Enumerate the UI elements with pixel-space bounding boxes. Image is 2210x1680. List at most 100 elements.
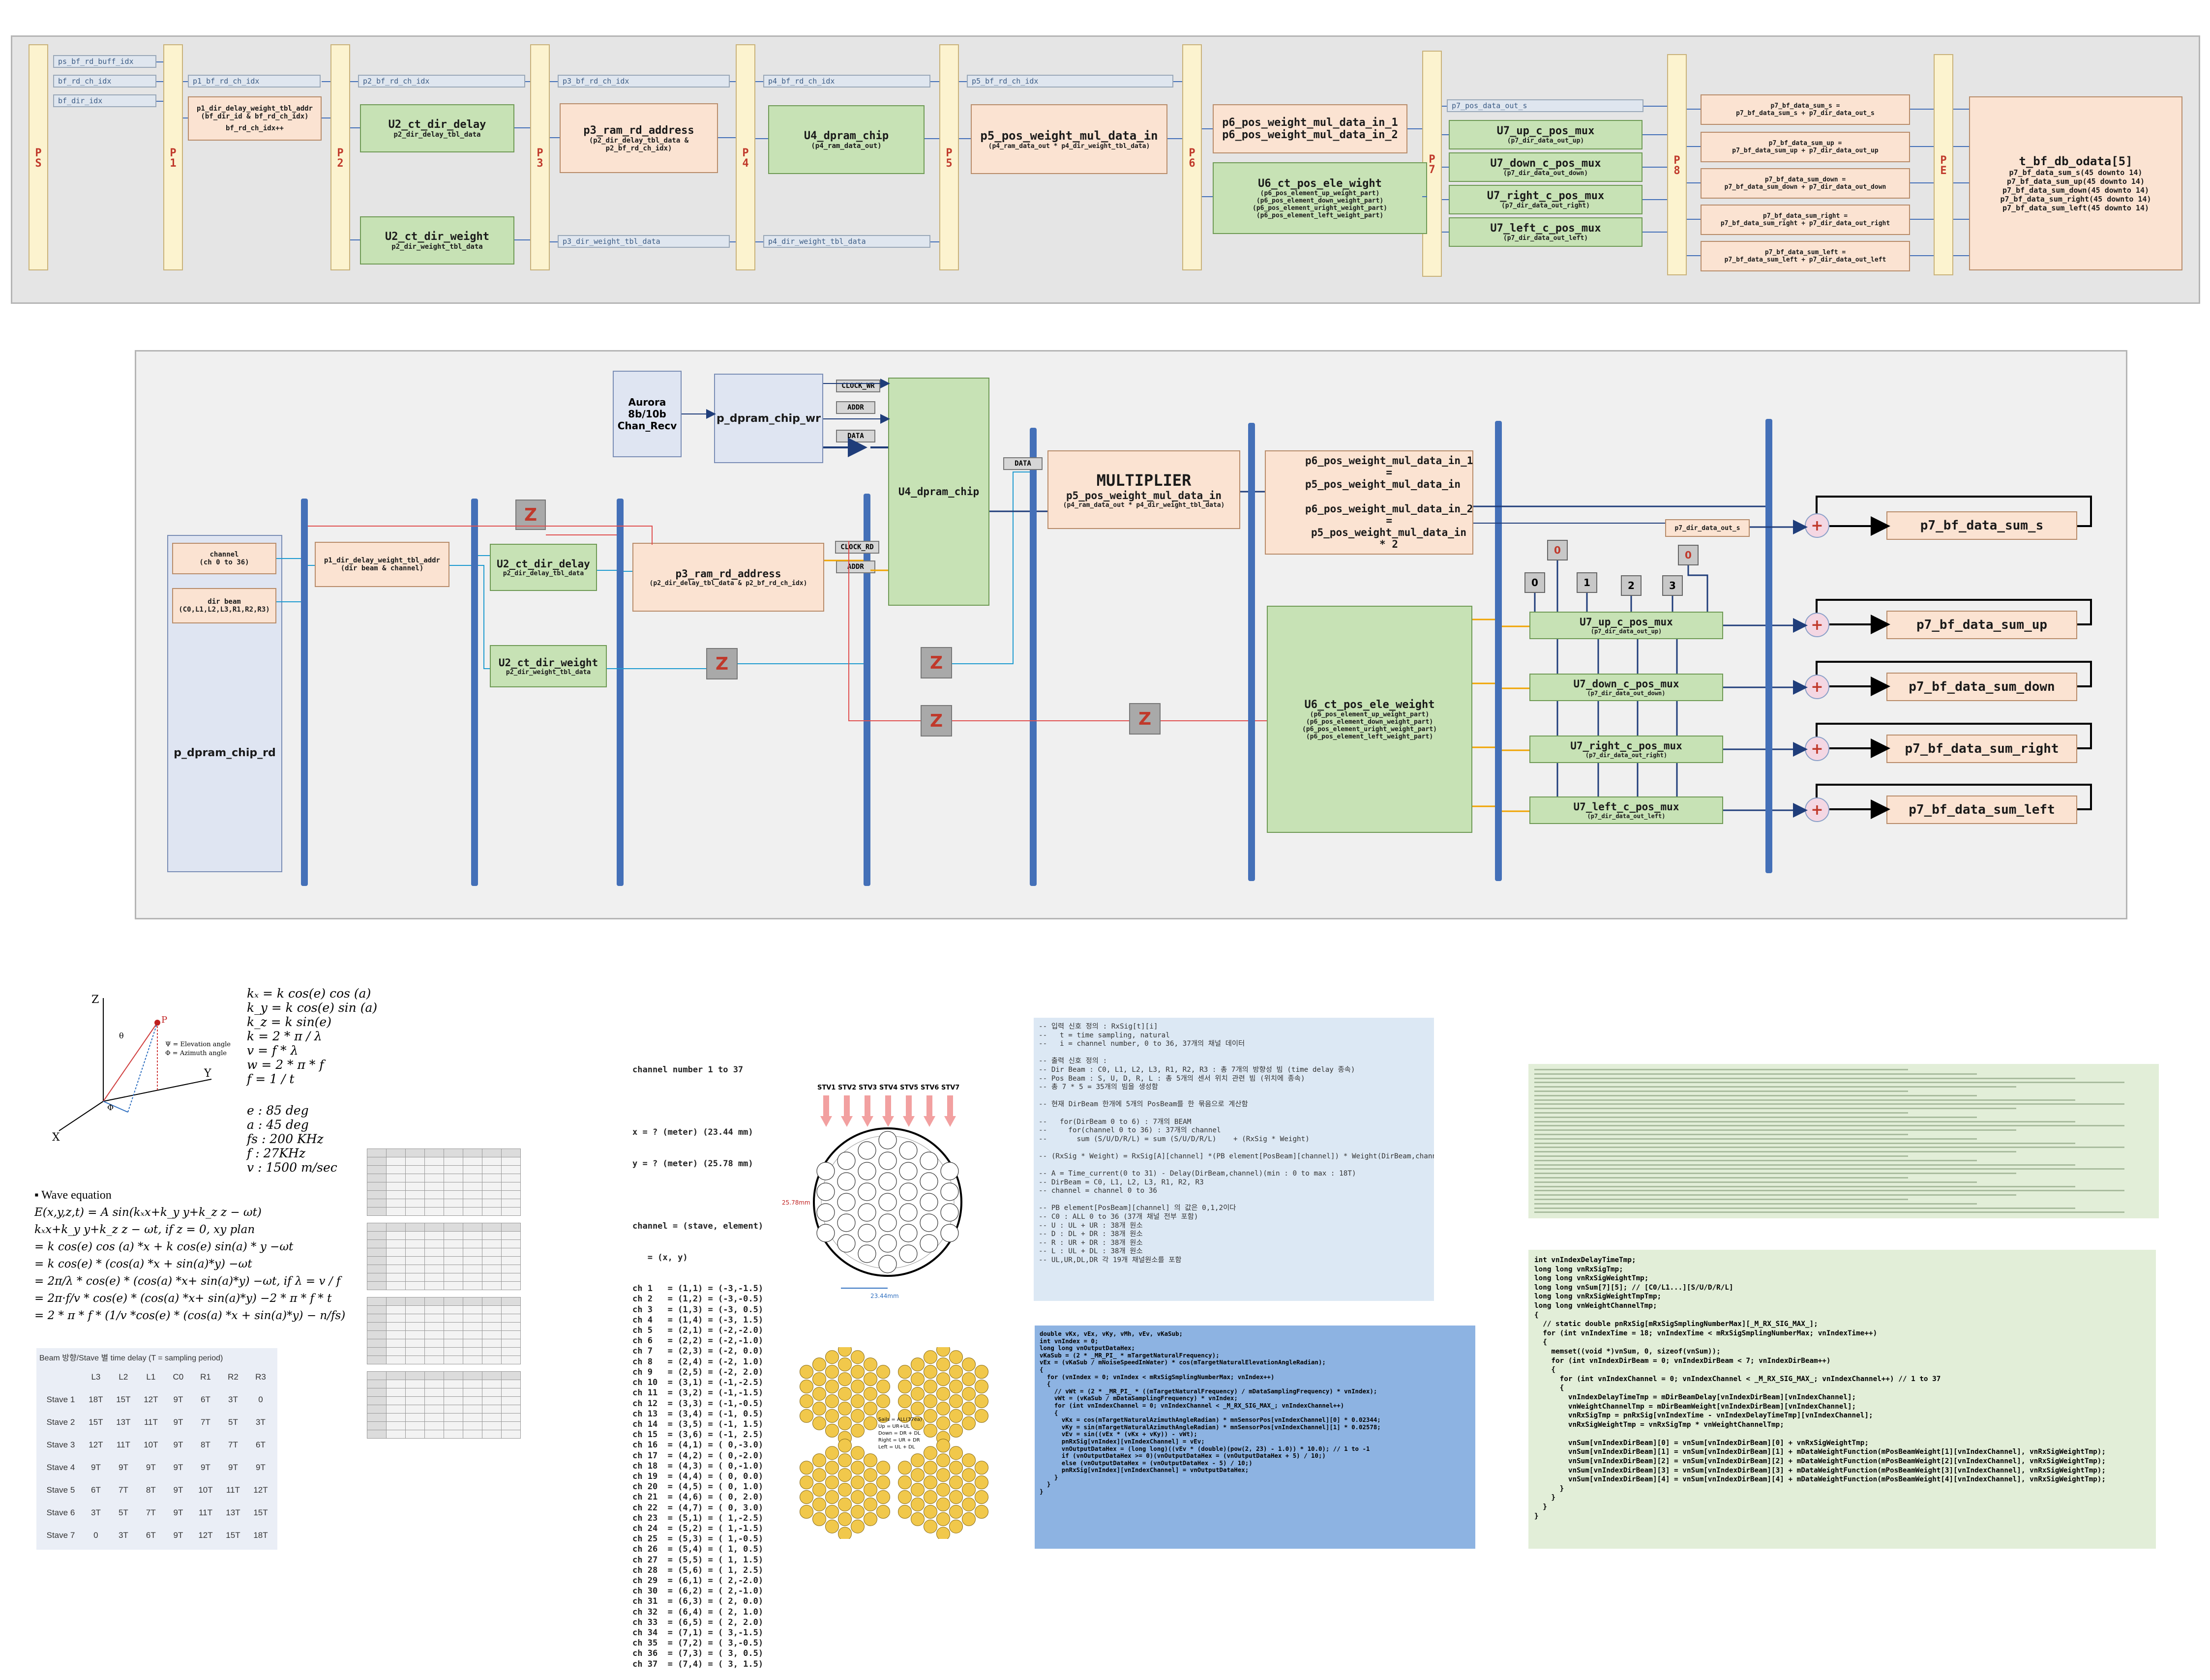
table-cell <box>424 1231 444 1240</box>
table-cell <box>405 1396 425 1405</box>
hex-cell <box>837 1527 852 1539</box>
algorithm-comment-box: -- 입력 신호 정의 : RxSig[t][i] -- t = time sa… <box>1034 1018 1434 1301</box>
hex-cell <box>910 1482 925 1497</box>
p3-ram-rd-address-box-mid: p3_ram_rd_address (p2_dir_delay_tbl_data… <box>632 543 824 612</box>
table-cell <box>463 1305 482 1314</box>
table-cell <box>386 1380 406 1388</box>
hex-cell <box>863 1468 878 1482</box>
table-cell <box>482 1265 502 1273</box>
beam-cell: 7T <box>146 1508 156 1517</box>
hex-cell <box>961 1497 976 1511</box>
spacer <box>632 1190 763 1201</box>
p1-addr-box: p1_dir_delay_weight_tbl_addr (bf_dir_id … <box>188 96 322 141</box>
beam-cell: 13T <box>226 1508 240 1517</box>
hex-cell <box>923 1490 938 1504</box>
sensor-element <box>816 1162 835 1180</box>
u6-sub: (p6_pos_element_uright_weight_part) <box>1253 204 1387 212</box>
bullet-icon: ▪ <box>34 1189 42 1202</box>
multiplier-line3: (p4_ram_data_out * p4_dir_weight_tbl_dat… <box>1063 501 1225 509</box>
stage-bar-p6: P6 <box>1182 44 1202 270</box>
table-cell <box>367 1305 387 1314</box>
u6-sub: (p6_pos_element_left_weight_part) <box>1256 211 1384 219</box>
beam-cell: Stave 5 <box>46 1485 75 1495</box>
table-cell <box>482 1413 502 1422</box>
p8-line1: p7_bf_data_sum_left = <box>1764 249 1846 256</box>
hex-cell <box>936 1527 951 1539</box>
channel-input-box: channel (ch 0 to 36) <box>172 543 276 574</box>
table-cell <box>367 1330 387 1339</box>
table-cell <box>444 1380 463 1388</box>
stave-label: STV7 <box>941 1084 959 1091</box>
table-cell <box>424 1396 444 1405</box>
table-cell <box>463 1281 482 1290</box>
hex-legend-line: Left = UL + DL <box>878 1444 915 1450</box>
table-cell <box>386 1157 406 1166</box>
u2-dir-delay-title: U2_ct_dir_delay <box>388 118 486 131</box>
table-cell <box>482 1248 502 1257</box>
hex-cell <box>897 1475 912 1490</box>
hex-cell <box>961 1386 976 1401</box>
sensor-element <box>920 1193 938 1211</box>
table-cell <box>405 1157 425 1166</box>
channel-row: ch 15 = (3,6) = (-1, 2.5) <box>632 1430 764 1440</box>
weight-table <box>367 1223 521 1290</box>
p8-line2: p7_bf_data_sum_s + p7_dir_data_out_s <box>1736 110 1875 117</box>
p8-line1: p7_bf_data_sum_s = <box>1770 102 1840 110</box>
table-cell <box>501 1248 521 1257</box>
channel-row: ch 6 = (2,2) = (-2,-1.0) <box>632 1336 764 1346</box>
table-cell <box>405 1371 425 1380</box>
tag-addr: ADDR <box>836 401 875 414</box>
stage-label: P8 <box>1671 154 1683 175</box>
p6-line2: p6_pos_weight_mul_data_in_2 <box>1222 129 1398 141</box>
sensor-element <box>920 1172 938 1191</box>
beam-header-cell: C0 <box>173 1372 184 1382</box>
beam-cell: 12T <box>198 1531 213 1540</box>
hex-cell <box>812 1497 827 1511</box>
hex-cell <box>949 1461 963 1475</box>
table-cell <box>444 1182 463 1191</box>
u7-mid-title: U7_down_c_pos_mux <box>1573 678 1679 690</box>
data-row-line <box>1534 1164 2075 1166</box>
table-cell <box>444 1413 463 1422</box>
table-cell <box>463 1223 482 1232</box>
table-cell <box>424 1149 444 1157</box>
hex-cell <box>825 1504 839 1519</box>
data-row-line <box>1534 1077 2075 1079</box>
channel-row: ch 29 = (6,1) = ( 2,-2.0) <box>632 1575 764 1586</box>
table-cell <box>482 1190 502 1199</box>
table-cell <box>405 1339 425 1348</box>
table-cell <box>386 1281 406 1290</box>
wave-title-text: Wave equation <box>41 1189 112 1202</box>
table-row <box>367 1413 521 1422</box>
arrow-icon <box>862 1095 873 1127</box>
beam-cell: Stave 4 <box>46 1463 75 1472</box>
sensor-element <box>899 1162 918 1180</box>
hex-cell <box>949 1475 963 1490</box>
data-row-line <box>1534 1203 1977 1205</box>
table-cell <box>424 1297 444 1306</box>
stage-bar-p5: P5 <box>939 44 959 270</box>
dir-beam-line1: dir beam <box>208 598 241 606</box>
table-cell <box>367 1256 387 1265</box>
beam-cell: 7T <box>118 1485 128 1495</box>
data-row-line <box>1534 1120 2075 1122</box>
tag-clock-rd: CLOCK_RD <box>835 541 879 554</box>
channel-row: ch 36 = (7,3) = ( 3, 0.5) <box>632 1649 764 1659</box>
hex-cell <box>949 1409 963 1423</box>
data-row-line <box>1534 1134 1908 1135</box>
multiplier-title: MULTIPLIER <box>1096 471 1192 490</box>
table-cell <box>405 1190 425 1199</box>
mux-select-one: 1 <box>1577 572 1597 593</box>
weight-tables <box>367 1149 571 1445</box>
table-cell <box>405 1356 425 1364</box>
table-cell <box>501 1322 521 1331</box>
hex-cell <box>837 1386 852 1401</box>
beam-cell: 15T <box>253 1508 268 1517</box>
table-row <box>367 1190 521 1199</box>
hex-cell <box>974 1409 989 1423</box>
hex-cell <box>923 1461 938 1475</box>
hex-cell <box>936 1357 951 1372</box>
sensor-element <box>837 1151 856 1170</box>
hex-cell <box>936 1482 951 1497</box>
sensor-element <box>837 1172 856 1191</box>
